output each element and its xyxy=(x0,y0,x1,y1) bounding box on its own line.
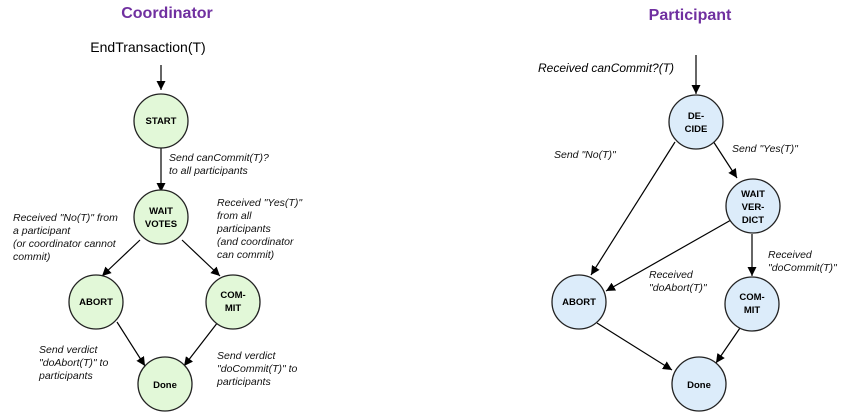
coord-state-commit: COM- MIT xyxy=(205,274,261,330)
svg-text:can commit): can commit) xyxy=(217,249,274,261)
svg-text:Send "Yes(T)": Send "Yes(T)" xyxy=(732,143,799,155)
svg-text:Send canCommit(T)?: Send canCommit(T)? xyxy=(169,152,269,164)
svg-text:Received "No(T)" from: Received "No(T)" from xyxy=(13,212,118,224)
coordinator-trigger: EndTransaction(T) xyxy=(90,39,205,55)
svg-text:ABORT: ABORT xyxy=(79,297,113,308)
svg-text:Done: Done xyxy=(687,380,711,391)
svg-text:Received: Received xyxy=(649,269,694,281)
svg-text:participants: participants xyxy=(216,223,271,235)
coord-state-done: Done xyxy=(137,356,193,412)
svg-text:ABORT: ABORT xyxy=(562,297,596,308)
svg-text:Send verdict: Send verdict xyxy=(217,350,276,362)
note-send-can-commit: Send canCommit(T)? to all participants xyxy=(169,152,269,177)
svg-text:Received: Received xyxy=(768,249,813,261)
svg-text:VER-: VER- xyxy=(742,202,765,213)
edge-wait-votes-to-abort xyxy=(101,239,141,277)
svg-text:DE-: DE- xyxy=(688,111,704,122)
edge-wait-votes-to-commit xyxy=(181,239,221,277)
edge-decide-to-wait-verdict xyxy=(712,140,738,179)
svg-text:MIT: MIT xyxy=(225,303,242,314)
participant-title: Participant xyxy=(649,7,732,24)
svg-text:COM-: COM- xyxy=(220,290,245,301)
svg-text:(or coordinator cannot: (or coordinator cannot xyxy=(13,238,117,250)
svg-text:COM-: COM- xyxy=(739,292,764,303)
coord-state-start: START xyxy=(133,93,189,149)
edge-decide-to-abort xyxy=(590,141,676,276)
svg-text:VOTES: VOTES xyxy=(145,219,177,230)
edge-commit-to-done xyxy=(715,327,741,364)
part-state-decide: DE- CIDE xyxy=(668,94,724,150)
note-received-yes: Received "Yes(T)" from all participants … xyxy=(216,197,303,261)
svg-text:"doAbort(T)": "doAbort(T)" xyxy=(649,282,708,294)
svg-text:START: START xyxy=(146,116,177,127)
edge-abort-to-done xyxy=(596,322,673,371)
svg-text:"doCommit(T)" to: "doCommit(T)" to xyxy=(217,363,298,375)
svg-text:participants: participants xyxy=(216,376,271,388)
part-state-abort: ABORT xyxy=(551,274,607,330)
note-received-no: Received "No(T)" from a participant (or … xyxy=(13,212,118,263)
svg-text:WAIT: WAIT xyxy=(741,189,765,200)
svg-text:a participant: a participant xyxy=(13,225,71,237)
svg-text:participants: participants xyxy=(38,370,93,382)
svg-text:Received "Yes(T)": Received "Yes(T)" xyxy=(217,197,303,209)
svg-text:WAIT: WAIT xyxy=(149,206,173,217)
note-send-yes: Send "Yes(T)" xyxy=(732,143,799,155)
svg-text:Send verdict: Send verdict xyxy=(39,344,98,356)
coord-state-wait-votes: WAIT VOTES xyxy=(133,189,189,245)
edge-wait-verdict-to-abort xyxy=(605,219,732,292)
note-send-commit-verdict: Send verdict "doCommit(T)" to participan… xyxy=(216,350,298,388)
svg-text:MIT: MIT xyxy=(744,305,761,316)
svg-text:to all participants: to all participants xyxy=(169,165,249,177)
part-state-wait-verdict: WAIT VER- DICT xyxy=(725,178,781,234)
note-received-do-abort: Received "doAbort(T)" xyxy=(649,269,708,294)
edge-commit-to-done xyxy=(183,321,219,367)
svg-text:Done: Done xyxy=(153,380,177,391)
svg-text:commit): commit) xyxy=(13,251,50,263)
participant-trigger: Received canCommit?(T) xyxy=(538,61,674,75)
svg-text:"doAbort(T)" to: "doAbort(T)" to xyxy=(39,357,108,369)
note-send-no: Send "No(T)" xyxy=(554,149,617,161)
note-send-abort-verdict: Send verdict "doAbort(T)" to participant… xyxy=(38,344,108,382)
part-state-commit: COM- MIT xyxy=(724,276,780,332)
coordinator-title: Coordinator xyxy=(121,5,213,22)
svg-text:DICT: DICT xyxy=(742,215,764,226)
edge-abort-to-done xyxy=(116,321,146,367)
note-received-do-commit: Received "doCommit(T)" xyxy=(768,249,838,274)
svg-text:CIDE: CIDE xyxy=(685,124,708,135)
svg-text:"doCommit(T)": "doCommit(T)" xyxy=(768,262,838,274)
svg-text:from all: from all xyxy=(217,210,252,222)
svg-text:Send "No(T)": Send "No(T)" xyxy=(554,149,617,161)
part-state-done: Done xyxy=(671,356,727,412)
coord-state-abort: ABORT xyxy=(68,274,124,330)
svg-text:(and coordinator: (and coordinator xyxy=(217,236,294,248)
